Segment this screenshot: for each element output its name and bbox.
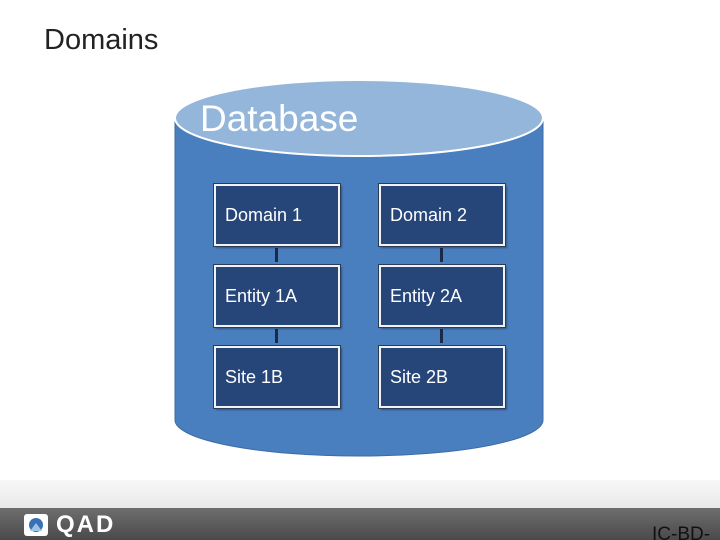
node-site-2b: Site 2B [378, 345, 506, 409]
footer-brand: QAD [56, 511, 116, 538]
node-entity-1a: Entity 1A [213, 264, 341, 328]
footer-code: IC-BD- [652, 524, 711, 540]
footer-bar [0, 508, 720, 540]
connector-domain2-entity2a [440, 248, 443, 262]
database-cylinder-top [174, 79, 544, 157]
footer: QAD IC-BD- [0, 480, 720, 540]
database-label: Database [200, 98, 359, 139]
node-site-1b: Site 1B [213, 345, 341, 409]
node-domain-2: Domain 2 [378, 183, 506, 247]
slide-title: Domains [44, 24, 159, 56]
connector-domain1-entity1a [275, 248, 278, 262]
qad-logo-icon [24, 514, 48, 536]
connector-entity2a-site2b [440, 329, 443, 343]
node-entity-2a: Entity 2A [378, 264, 506, 328]
node-domain-1: Domain 1 [213, 183, 341, 247]
connector-entity1a-site1b [275, 329, 278, 343]
